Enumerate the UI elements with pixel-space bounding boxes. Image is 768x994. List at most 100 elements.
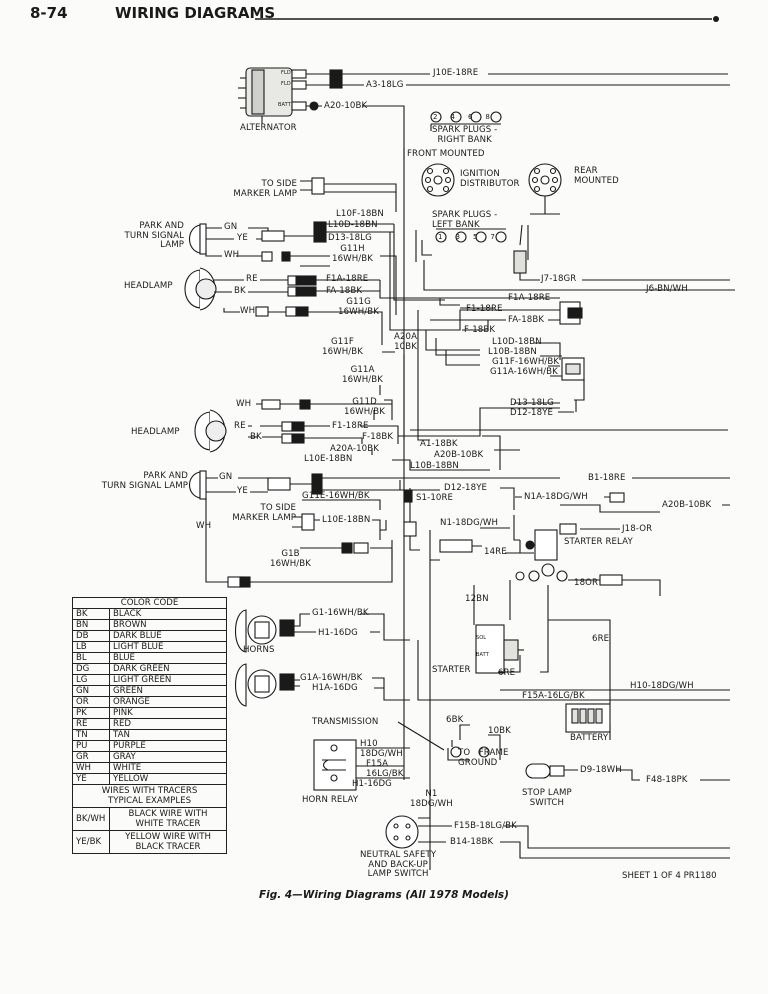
wire-f1-mid: F1-18RE [466,304,503,314]
wire-h10-right: H10-18DG/WH [630,681,694,691]
wire-h10-relay: H10 18DG/WH [360,739,403,759]
park-turn-lamp-top-label: PARK AND TURN SIGNAL LAMP [124,221,184,250]
wire-g11g: G11G 16WH/BK [338,297,380,317]
color-name: BLACK [109,608,227,620]
tracer-abbrev: YE/BK [72,830,110,854]
color-name: PINK [109,707,227,719]
headlamp-top-icon [184,267,217,311]
wire-f15a-relay: F15A 16LG/BK [366,759,404,779]
wire-f48: F48-18PK [646,775,688,785]
tracers-title: WIRES WITH TRACERS TYPICAL EXAMPLES [72,784,227,808]
wire-g11f-mid: G11F-16WH/BK [492,357,560,367]
wire-g11a-left: G11A 16WH/BK [342,365,384,385]
spark-plugs-left-icon [435,228,507,243]
wire-6re-low: 6RE [498,668,516,678]
wire-gn-low: GN [219,472,233,482]
wire-ye-low: YE [237,486,248,496]
alternator-fld-2: FLD [281,81,291,87]
tracer-abbrev: BK/WH [72,807,110,831]
color-abbrev: PK [72,707,110,719]
wire-b1: B1-18RE [588,473,626,483]
wire-a20-alt: A20-10BK [324,101,368,111]
left-plug-numbers: 1357 [438,233,508,241]
tracer-description: YELLOW WIRE WITH BLACK TRACER [109,830,227,854]
color-name: DARK BLUE [109,630,227,642]
wire-a20a-low: A20A-10BK [330,444,379,454]
color-abbrev: BK [72,608,110,620]
battery-label: BATTERY [570,733,609,743]
side-marker-lamp-lower-label: TO SIDE MARKER LAMP [232,503,296,523]
wire-d9: D9-18WH [580,765,622,775]
wire-d13-top: D13-18LG [328,233,372,243]
wire-l10b-mid: L10B-18BN [488,347,537,357]
wire-bk-headlamp: BK [234,286,246,296]
wire-fa-top: FA-18BK [326,286,363,296]
rear-mounted-label: REAR MOUNTED [574,166,619,186]
wire-l10e-left: L10E-18BN [304,454,353,464]
wire-b14: B14-18BK [450,837,494,847]
park-turn-lamp-top-icon [188,223,207,255]
sheet-label: SHEET 1 OF 4 PR1180 [622,871,717,881]
wire-f1-low: F1-18RE [332,421,369,431]
wire-j6: J6-BN/WH [646,284,688,294]
wire-f-low: F-18BK [362,432,394,442]
wire-fa-mid: FA-18BK [508,315,545,325]
neutral-safety-switch-icon [385,815,419,849]
color-code-title: COLOR CODE [72,597,227,609]
wire-wh-top: WH [224,250,240,260]
wire-bk-headlamp-2: BK [250,432,262,442]
wire-s1: S1-10RE [416,493,454,503]
color-abbrev: LG [72,674,110,686]
stop-lamp-switch-icon [525,763,565,779]
wire-l10b-low: L10B-18BN [410,461,459,471]
starter-sol-label: SOL [476,635,487,641]
color-name: YELLOW [109,773,227,785]
wire-h1a: H1A-16DG [312,683,358,693]
front-mounted-label: FRONT MOUNTED [407,149,485,159]
wire-d13-right: D13-18LG [510,398,554,408]
wire-l10e-low: L10E-18BN [322,515,371,525]
wire-g1b: G1B 16WH/BK [270,549,312,569]
spark-plugs-left-label: SPARK PLUGS - LEFT BANK [432,210,498,230]
color-name: PURPLE [109,740,227,752]
color-name: GREEN [109,685,227,697]
wire-g11d: G11D 16WH/BK [344,397,386,417]
page-title: WIRING DIAGRAMS [115,4,276,22]
stop-lamp-switch-label: STOP LAMP SWITCH [522,788,572,808]
wire-d12-right: D12-18YE [510,408,554,418]
wire-n1-mid: N1-18DG/WH [440,518,499,528]
color-abbrev: RE [72,718,110,730]
starter-icon [475,624,524,674]
wire-g11a-mid: G11A-16WH/BK [490,367,558,377]
wire-a3: A3-18LG [366,80,404,90]
neutral-safety-switch-label: NEUTRAL SAFETY AND BACK-UP LAMP SWITCH [360,850,437,879]
wire-6bk: 6BK [446,715,464,725]
transmission-label: TRANSMISSION [312,717,379,727]
wire-f1a-top: F1A-18RE [326,274,369,284]
color-name: TAN [109,729,227,741]
alternator-icon [238,67,307,124]
wire-l10f: L10F-18BN [336,209,384,219]
starter-relay-icon [515,523,577,582]
spark-plugs-right-icon [430,111,502,131]
wire-j10e: J10E-18RE [433,68,479,78]
wire-6re-vertical: 6RE [592,634,610,644]
spark-plugs-right-label: SPARK PLUGS - RIGHT BANK [432,125,498,145]
wire-g11h: G11H 16WH/BK [332,244,374,264]
wire-gn-top: GN [224,222,238,232]
color-abbrev: TN [72,729,110,741]
park-turn-lamp-lower-icon [188,470,207,500]
